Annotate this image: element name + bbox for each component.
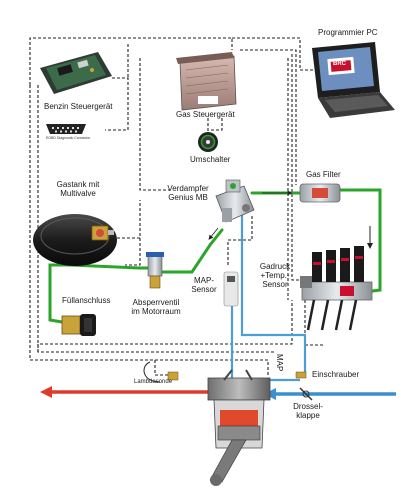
wire-tank-valve bbox=[112, 200, 141, 239]
label-petrol-ecu: Benzin Steuergerät bbox=[44, 102, 113, 111]
throttle-valve-icon bbox=[299, 387, 313, 401]
label-gas-tank-line1: Gastank mit bbox=[56, 180, 100, 189]
fuel-switch-icon bbox=[198, 132, 218, 152]
label-reducer-line1: Verdampfer bbox=[167, 184, 209, 193]
wire-top-loop-right bbox=[232, 37, 315, 71]
reducer-icon bbox=[215, 179, 255, 223]
injector-coils bbox=[312, 246, 364, 282]
label-throttle-line1: Drossel- bbox=[293, 402, 323, 411]
nozzle-icon bbox=[295, 371, 307, 379]
label-gas-pressure-line1: Gadruck bbox=[259, 262, 291, 271]
wire-bus-right bbox=[291, 54, 300, 281]
laptop-icon bbox=[312, 42, 395, 118]
label-nozzle: Einschrauber bbox=[312, 370, 360, 379]
label-gas-filter: Gas Filter bbox=[306, 170, 341, 179]
label-shutoff-valve-line2: im Motorraum bbox=[131, 307, 181, 316]
gas-filter-icon bbox=[299, 183, 341, 203]
gas-tank-icon bbox=[33, 214, 117, 266]
label-gas-ecu: Gas Steuergerät bbox=[176, 110, 235, 119]
flow-arrow-verdampfer bbox=[208, 227, 219, 240]
wire-verdampfer bbox=[139, 58, 170, 191]
exhaust-flow-arrow bbox=[40, 386, 212, 398]
wire-mid-horiz bbox=[125, 238, 141, 266]
wire-left-bus bbox=[29, 85, 269, 375]
label-map-sensor-line1: MAP- bbox=[194, 276, 214, 285]
wire-map-sensor bbox=[227, 215, 253, 265]
label-shutoff-valve-line1: Absperrventil bbox=[132, 298, 180, 307]
label-gas-pressure-line3: Sensor bbox=[262, 280, 288, 289]
filler-connector-icon bbox=[61, 314, 96, 336]
label-filler-connector: Füllanschluss bbox=[62, 296, 111, 305]
gas-line-filler bbox=[48, 263, 72, 324]
label-gas-pressure-line2: +Temp.- bbox=[260, 271, 290, 280]
wire-top-loop-outer bbox=[29, 37, 233, 85]
intake-flow-arrow bbox=[264, 388, 396, 400]
injector-rail-icon bbox=[300, 246, 373, 331]
injector-nozzles bbox=[306, 299, 358, 331]
wire-lower-bus bbox=[37, 300, 293, 352]
wire-ecu-to-right-bus bbox=[240, 49, 297, 185]
gas-ecu-icon bbox=[176, 52, 237, 111]
engine-cylinder-icon bbox=[207, 369, 271, 486]
wiring-harness bbox=[29, 37, 325, 376]
lambda-sensor-icon bbox=[143, 361, 179, 383]
gas-line-filter-to-rail bbox=[338, 188, 382, 294]
map-hoses bbox=[230, 210, 307, 382]
pressure-temp-sensor-icon bbox=[300, 276, 312, 288]
label-throttle-line2: klappe bbox=[296, 411, 320, 420]
map-sensor-icon bbox=[223, 271, 239, 307]
label-obd-connector: EOBD Diagnostic Connector bbox=[46, 136, 91, 140]
wire-benzin-ecu-right bbox=[105, 77, 129, 131]
shutoff-valve-icon bbox=[146, 252, 164, 289]
label-programmer-pc: Programmier PC bbox=[318, 28, 378, 37]
laptop-screen-logo: BRC bbox=[333, 61, 346, 67]
map-hose-verdampfer bbox=[240, 210, 307, 378]
gas-line-valve-to-verdampfer bbox=[158, 228, 224, 274]
petrol-ecu-icon bbox=[40, 52, 112, 94]
multivalve-icon bbox=[91, 225, 114, 241]
label-reducer-line2: Genius MB bbox=[168, 193, 208, 202]
obd-connector-icon bbox=[46, 124, 86, 134]
label-fuel-switch: Umschalter bbox=[190, 155, 231, 164]
label-map-sensor-line2: Sensor bbox=[191, 285, 217, 294]
label-map-hose: MAP bbox=[275, 354, 284, 372]
wire-lambda bbox=[154, 360, 168, 376]
label-lambda-sensor: Lambdasonde bbox=[134, 379, 173, 385]
label-gas-tank-line2: Multivalve bbox=[60, 189, 96, 198]
wire-ecu-down bbox=[210, 118, 223, 131]
